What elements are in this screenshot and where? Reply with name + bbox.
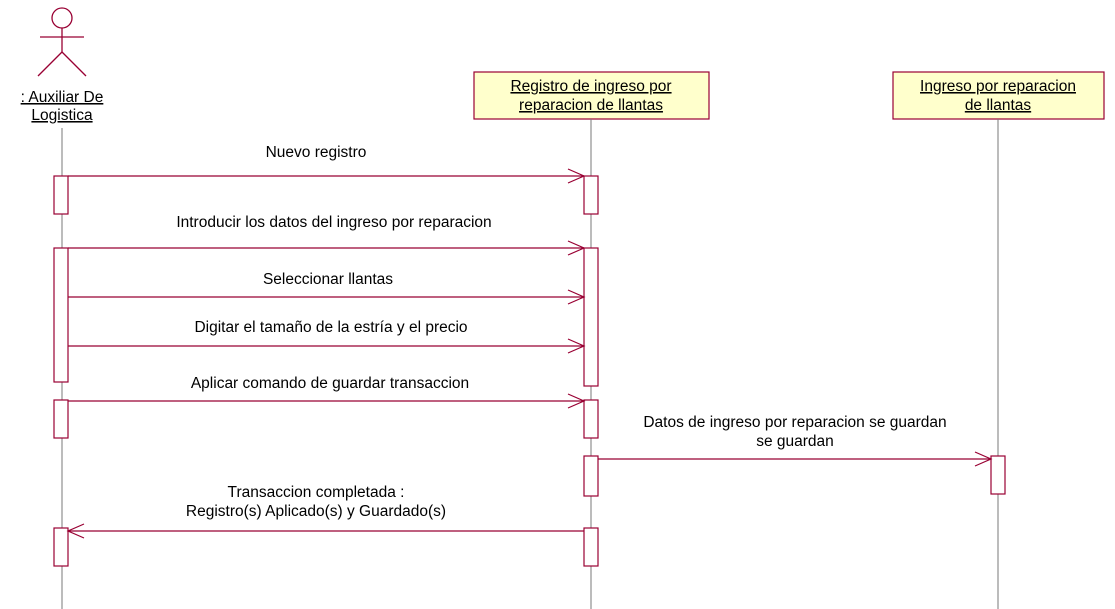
object-registro-line2: reparacion de llantas [519,97,663,114]
actor-name-line1: : Auxiliar De [21,89,104,106]
activation-registro-5 [583,527,599,567]
message-label-4: Digitar el tamaño de la estría y el prec… [194,319,467,336]
arrowhead-2 [567,240,586,256]
actor-icon [37,7,87,77]
actor-name-line2: Logistica [31,107,93,124]
arrowhead-4 [567,338,586,354]
arrowhead-3 [567,289,586,305]
message-label-3: Seleccionar llantas [263,271,393,288]
activation-actor-2 [53,247,69,383]
message-label-6-line2: se guardan [756,433,834,450]
activation-actor-1 [53,175,69,215]
activation-registro-4 [583,455,599,497]
activation-actor-3 [53,399,69,439]
arrowhead-6 [974,451,993,467]
activation-actor-4 [53,527,69,567]
message-label-2: Introducir los datos del ingreso por rep… [176,214,491,231]
arrowhead-1 [567,168,586,184]
arrowhead-5 [567,393,586,409]
arrowhead-7 [66,523,85,539]
message-label-7-line2: Registro(s) Aplicado(s) y Guardado(s) [186,503,446,520]
object-ingreso-line2: de llantas [965,97,1032,114]
object-box-ingreso: Ingreso por reparacion de llantas [892,71,1105,120]
object-box-registro: Registro de ingreso por reparacion de ll… [473,71,710,120]
object-registro-line1: Registro de ingreso por [510,78,671,95]
message-label-5: Aplicar comando de guardar transaccion [191,375,469,392]
activation-ingreso-1 [990,455,1006,495]
message-label-7-line1: Transaccion completada : [228,484,405,501]
object-ingreso-line1: Ingreso por reparacion [920,78,1076,95]
activation-registro-3 [583,399,599,439]
activation-registro-1 [583,175,599,215]
activation-registro-2 [583,247,599,387]
message-label-6-line1: Datos de ingreso por reparacion se guard… [643,414,946,431]
message-label-1: Nuevo registro [266,144,367,161]
